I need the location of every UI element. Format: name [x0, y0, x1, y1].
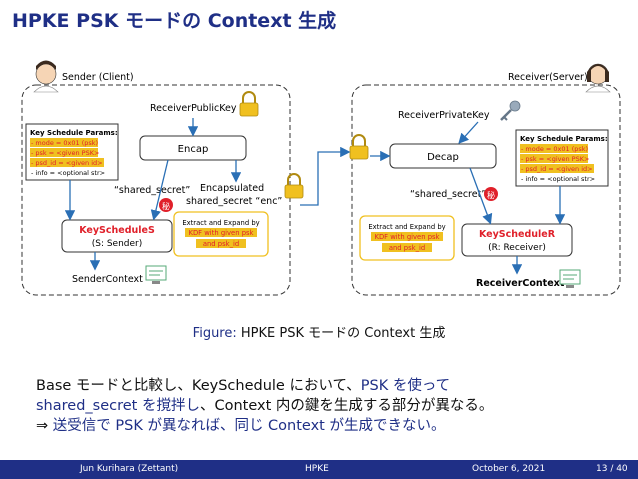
shared-secret-right-label: “shared_secret” [410, 189, 486, 200]
receiver-param-mode: - mode = 0x01 (psk) [521, 145, 588, 153]
key-schedule-sender-sub: (S: Sender) [92, 239, 143, 249]
receiver-params-title: Key Schedule Params: [520, 135, 608, 143]
extract-right-line3: and psk_id [389, 244, 425, 252]
enc-lock-icon [284, 173, 304, 199]
lock-icon [239, 91, 259, 117]
extract-left-line2: KDF with given psk [188, 229, 253, 237]
footer-date: October 6, 2021 [472, 464, 546, 474]
psk-context-diagram: Sender (Client) Receiver(Server) Receive… [21, 60, 621, 296]
flow-arrows [64, 118, 566, 275]
receiver-container [351, 84, 621, 296]
body-line-2c: する部分が異なる。 [362, 398, 494, 414]
sender-param-mode: - mode = 0x01 (psk) [31, 139, 98, 147]
body-line-1a: Base モードと比較し、KeySchedule において、 [36, 378, 361, 394]
key-schedule-sender-box [61, 219, 173, 253]
receiver-param-psk: - psk = <given PSK> [521, 155, 589, 163]
sender-context-monitor-icon [145, 265, 167, 284]
key-icon [500, 100, 521, 121]
extract-left-line1: Extract and Expand by [182, 219, 259, 227]
figure-caption-text: HPKE PSK モードの Context 生成 [240, 326, 446, 341]
secret-badge-right: 秘 [487, 190, 495, 200]
extract-right-line2: KDF with given psk [374, 233, 439, 241]
transfer-lock-icon [349, 134, 369, 160]
figure-label: Figure: [192, 326, 237, 341]
footer-page: 13 / 40 [596, 464, 628, 474]
receiver-public-key-label: ReceiverPublicKey [150, 103, 237, 114]
secret-badge-left-icon [159, 198, 173, 212]
body-text: Base モードと比較し、KeySchedule において、PSK を使って s… [36, 376, 493, 436]
extract-right-line1: Extract and Expand by [368, 223, 445, 231]
sender-label: Sender (Client) [62, 72, 134, 83]
footer-bar: Jun Kurihara (Zettant) HPKE October 6, 2… [0, 460, 638, 479]
encapsulated-label-1: Encapsulated [200, 183, 264, 194]
slide-title: HPKE PSK モードの Context 生成 [12, 10, 337, 32]
receiver-private-key-label: ReceiverPrivateKey [398, 110, 490, 121]
decap-label: Decap [427, 152, 459, 163]
receiver-context-label: ReceiverContext [476, 278, 565, 289]
key-schedule-receiver-name: KeyScheduleR [479, 229, 556, 240]
body-line-2: shared_secret を撹拌し、Context 内の鍵を生成する部分が異な… [36, 396, 493, 416]
footer-author: Jun Kurihara (Zettant) [80, 464, 179, 474]
body-line-1b: PSK を使って [360, 378, 451, 394]
encapsulated-label-2: shared_secret “enc” [186, 196, 282, 207]
body-line-3: ⇒ 送受信で PSK が異なれば、同じ Context が生成できない。 [36, 416, 493, 436]
sender-param-psk-id: - psd_id = <given id> [31, 159, 103, 167]
receiver-param-info: - info = <optional str> [521, 175, 595, 183]
body-line-1: Base モードと比較し、KeySchedule において、PSK を使って [36, 376, 493, 396]
body-line-2b: 、Context 内の鍵を生成 [199, 398, 363, 414]
sender-param-info: - info = <optional str> [31, 169, 105, 177]
sender-context-label: SenderContext [72, 274, 143, 285]
key-schedule-receiver-sub: (R: Receiver) [488, 243, 546, 253]
receiver-param-psk-id: - psd_id = <given id> [521, 165, 593, 173]
secret-badge-right-icon [484, 187, 498, 201]
body-line-3b: 送受信で PSK が異なれば、同じ Context が生成できない。 [52, 418, 446, 434]
receiver-avatar-icon [585, 63, 611, 93]
sender-param-psk: - psk = <given PSK> [31, 149, 99, 157]
secret-badge-left: 秘 [162, 201, 170, 211]
receiver-label: Receiver(Server) [508, 72, 588, 83]
footer-center: HPKE [305, 464, 329, 474]
body-line-2a: shared_secret を撹拌し [36, 398, 200, 414]
key-schedule-sender-name: KeyScheduleS [79, 225, 155, 236]
sender-params-title: Key Schedule Params: [30, 129, 118, 137]
receiver-context-monitor-icon [559, 269, 581, 288]
shared-secret-left-label: “shared_secret” [114, 185, 190, 196]
encap-label: Encap [178, 144, 209, 155]
sender-avatar-icon [33, 60, 59, 93]
extract-left-line3: and psk_id [203, 240, 239, 248]
figure-caption: Figure: HPKE PSK モードの Context 生成 [0, 322, 638, 341]
body-line-3a: ⇒ [36, 418, 53, 434]
